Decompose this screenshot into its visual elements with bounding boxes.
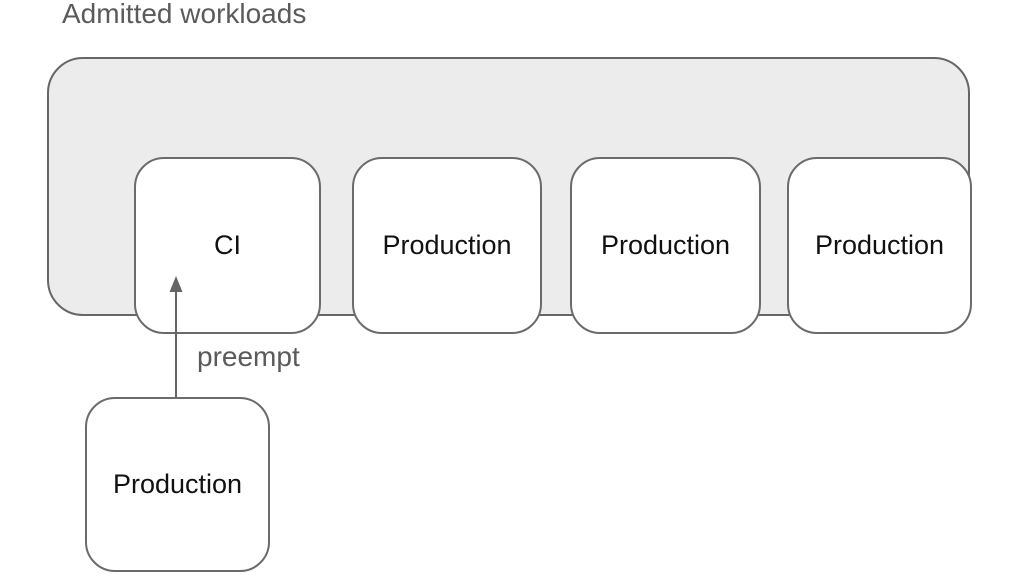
admitted-workloads-container: CI Production Production Production [47,57,972,334]
workload-box-production-3: Production [787,157,972,334]
incoming-production-box: Production [85,397,270,572]
workload-label: CI [214,230,241,260]
preempt-label: preempt [197,341,300,372]
workload-box-production-2: Production [570,157,761,334]
workload-label: Production [112,469,243,499]
workload-box-production-1: Production [352,157,542,334]
diagram-title: Admitted workloads [62,0,307,29]
workload-box-ci: CI [134,157,321,334]
workload-label: Production [382,230,512,260]
workload-label: Production [600,230,731,260]
workload-label: Production [814,230,945,260]
